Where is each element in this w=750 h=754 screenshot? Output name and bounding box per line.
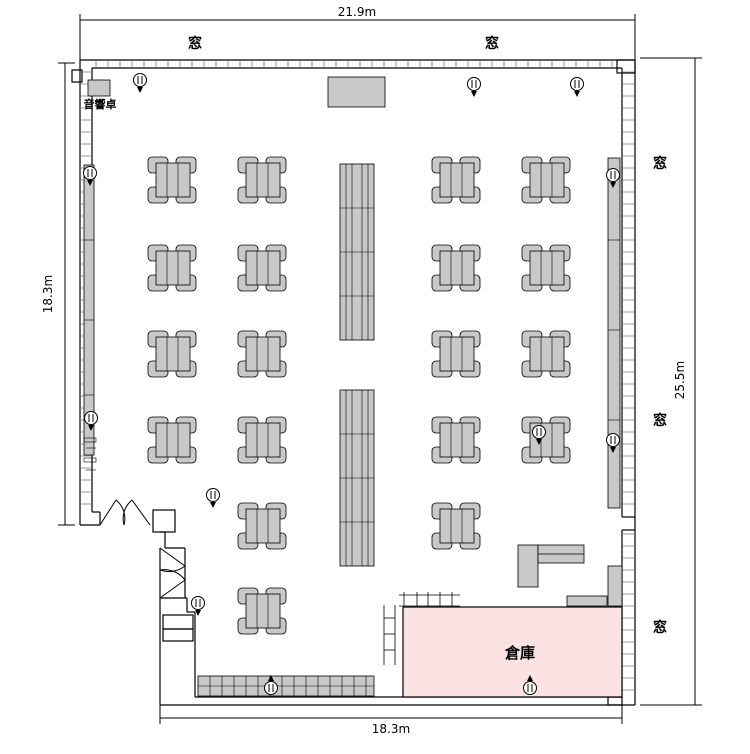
outlet-icon (84, 411, 98, 431)
table (529, 250, 565, 286)
table (529, 162, 565, 198)
table-group (237, 156, 287, 204)
doors (99, 499, 186, 599)
dim-left-depth: 18.3m (41, 275, 55, 313)
table-group (237, 587, 287, 635)
storage-racks (383, 592, 460, 665)
outlets (83, 73, 620, 695)
window-label-right-top: 窓 (653, 155, 667, 172)
window-label-right-bottom: 窓 (653, 619, 667, 636)
table-group (521, 330, 571, 378)
table-group (431, 502, 481, 550)
center-tables (339, 163, 375, 567)
table (245, 593, 281, 629)
outlet-icon (206, 488, 220, 508)
table (439, 250, 475, 286)
outlet-icon (532, 425, 546, 445)
outlet-icon (570, 77, 584, 97)
outlet-icon (606, 168, 620, 188)
table-group (431, 244, 481, 292)
table (245, 162, 281, 198)
sound-desk (87, 79, 111, 97)
dim-right-depth: 25.5m (673, 361, 687, 399)
table-group (237, 330, 287, 378)
table-group (237, 244, 287, 292)
table (439, 336, 475, 372)
table-group (147, 156, 197, 204)
window-label-top-left: 窓 (188, 35, 202, 52)
table-group (431, 330, 481, 378)
table (439, 508, 475, 544)
bottom-counter (197, 675, 375, 697)
window-label-right-middle: 窓 (653, 412, 667, 429)
table-group (237, 502, 287, 550)
outlet-icon (523, 675, 537, 695)
outlet-icon (83, 166, 97, 186)
table-group (237, 416, 287, 464)
table (245, 422, 281, 458)
screen (327, 76, 386, 108)
sound-desk-label: 音響卓 (84, 97, 117, 111)
table (155, 422, 191, 458)
long-table (339, 163, 375, 341)
table-group (431, 416, 481, 464)
l-counter (517, 544, 585, 588)
table-groups (147, 156, 571, 635)
storage-label: 倉庫 (504, 644, 535, 662)
table (245, 250, 281, 286)
table (245, 508, 281, 544)
table (155, 250, 191, 286)
outlet-icon (467, 77, 481, 97)
right-counter (566, 565, 623, 607)
storage-room (402, 606, 623, 698)
dim-top-width: 21.9m (338, 5, 376, 19)
table-group (521, 156, 571, 204)
table-group (147, 330, 197, 378)
window-label-top-right: 窓 (485, 35, 499, 52)
outlet-icon (191, 596, 205, 616)
table (155, 336, 191, 372)
outlet-icon (133, 73, 147, 93)
outlet-icon (606, 433, 620, 453)
dimension-lines (58, 14, 702, 724)
table (529, 336, 565, 372)
table-group (147, 244, 197, 292)
dim-bottom-width: 18.3m (372, 722, 410, 736)
table (439, 162, 475, 198)
long-table (339, 389, 375, 567)
table (245, 336, 281, 372)
table (439, 422, 475, 458)
left-shelves (83, 164, 97, 471)
table-group (147, 416, 197, 464)
table-group (521, 416, 571, 464)
table (155, 162, 191, 198)
table-group (521, 244, 571, 292)
table-group (431, 156, 481, 204)
right-shelves (607, 157, 621, 509)
outlet-icon (264, 675, 278, 695)
